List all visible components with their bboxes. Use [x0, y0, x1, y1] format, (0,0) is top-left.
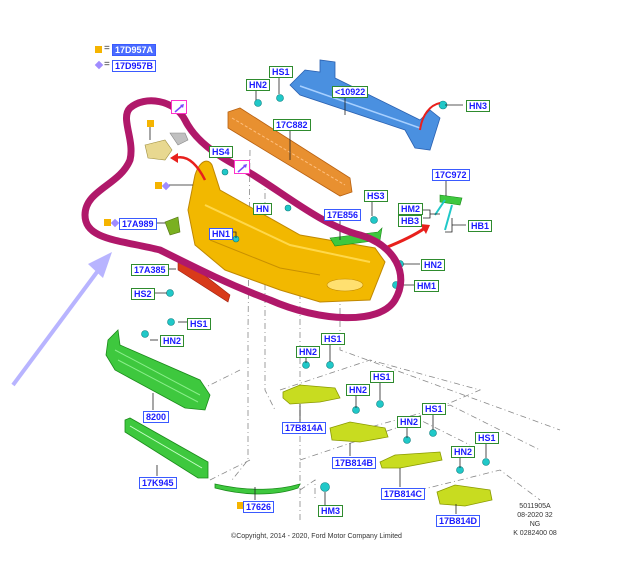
part-label-hn2[interactable]: HN2 [296, 346, 321, 358]
part-label-bezel-c[interactable]: 17B814C [381, 488, 426, 500]
bumper-cover[interactable] [187, 160, 386, 303]
part-label-bezel-a[interactable]: 17B814A [282, 422, 327, 434]
red-arrow-right [384, 226, 426, 250]
red-arrow-top [419, 102, 441, 131]
fog-bezel-b[interactable] [329, 421, 389, 443]
part-label-bezel-d[interactable]: 17B814D [436, 515, 481, 527]
part-label-hm2[interactable]: HM2 [398, 203, 424, 215]
part-label-hs1[interactable]: HS1 [475, 432, 499, 444]
part-label-hs2[interactable]: HS2 [131, 288, 155, 300]
part-label-hn2[interactable]: HN2 [451, 446, 476, 458]
note-line: NG [529, 521, 541, 528]
part-label-hs1[interactable]: HS1 [187, 318, 211, 330]
part-label-hn2[interactable]: HN2 [346, 384, 371, 396]
part-label-lower-grille[interactable]: 17K945 [139, 477, 177, 489]
part-label-hn2[interactable]: HN2 [397, 416, 422, 428]
fasteners [141, 94, 490, 492]
part-label-hs1[interactable]: HS1 [269, 66, 293, 78]
red-arrowhead-left [170, 153, 178, 163]
part-label-hs1[interactable]: HS1 [370, 371, 394, 383]
part-label-hs4[interactable]: HS4 [209, 146, 233, 158]
part-label-grille[interactable]: 8200 [143, 411, 170, 423]
part-label-hn3[interactable]: HN3 [466, 100, 491, 112]
part-label-bracket[interactable]: 17C972 [432, 169, 470, 181]
note-line: 08-2020 32 [517, 512, 553, 519]
part-label-hb1[interactable]: HB1 [468, 220, 493, 232]
cap-green[interactable] [164, 216, 181, 236]
part-label-hn[interactable]: HN [253, 203, 272, 215]
copyright-text: ©Copyright, 2014 - 2020, Ford Motor Comp… [231, 533, 402, 540]
part-label-reflector[interactable]: 17A385 [131, 264, 169, 276]
square-marker-icon [147, 120, 154, 127]
square-marker-icon [104, 219, 111, 226]
part-label-lower-trim[interactable]: 17E856 [324, 209, 362, 221]
legend-equals-a: = [104, 43, 110, 54]
note-line: K 0282400 08 [513, 530, 557, 537]
part-label-hm1[interactable]: HM1 [414, 280, 440, 292]
note-line: 5011905A [519, 503, 551, 510]
diagram-reference-notes: 5011905A 08-2020 32 NG K 0282400 08 [500, 502, 570, 538]
part-label-hb3[interactable]: HB3 [398, 215, 423, 227]
part-label-hn2[interactable]: HN2 [160, 335, 185, 347]
leader-lines [149, 77, 487, 514]
bracket-right-stem [434, 199, 453, 231]
square-marker-icon [155, 182, 162, 189]
bumper-reinforcement[interactable] [289, 59, 441, 151]
fog-bezel-c[interactable] [379, 451, 443, 469]
legend-equals-b: = [104, 59, 110, 70]
part-label-absorber[interactable]: 17C882 [273, 119, 311, 131]
part-label-spoiler[interactable]: 17626 [243, 501, 275, 513]
red-arrowhead-right [420, 224, 430, 234]
part-label-hm3[interactable]: HM3 [318, 505, 344, 517]
fog-bezel-d[interactable] [436, 484, 493, 507]
fog-lamp-cover-left[interactable] [144, 139, 173, 161]
sensor-grey [169, 132, 189, 146]
spoiler[interactable] [214, 483, 301, 495]
part-label-hs3[interactable]: HS3 [364, 190, 388, 202]
part-label-hs1[interactable]: HS1 [321, 333, 345, 345]
legend-code-square[interactable]: 17D957A [112, 44, 157, 56]
bracket-right[interactable] [439, 194, 463, 206]
part-label-reinforcement[interactable]: <10922 [332, 86, 369, 98]
part-label-hn2[interactable]: HN2 [421, 259, 446, 271]
part-label-hn1[interactable]: HN1 [209, 228, 234, 240]
square-marker-icon [95, 46, 102, 53]
part-label-bezel-b[interactable]: 17B814B [332, 457, 377, 469]
legend-code-diamond[interactable]: 17D957B [112, 60, 157, 72]
edit-pointer-icon[interactable] [234, 160, 250, 174]
part-label-cap[interactable]: 17A989 [119, 218, 157, 230]
lower-grille[interactable] [124, 417, 209, 479]
square-marker-icon [237, 502, 244, 509]
part-label-hs1[interactable]: HS1 [422, 403, 446, 415]
part-label-hn2[interactable]: HN2 [246, 79, 271, 91]
grille[interactable] [105, 329, 211, 411]
edit-pointer-icon[interactable] [171, 100, 187, 114]
fog-bezel-a[interactable] [282, 384, 341, 405]
pointer-arrowhead [88, 252, 112, 278]
pointer-arrow-shaft [11, 266, 102, 387]
